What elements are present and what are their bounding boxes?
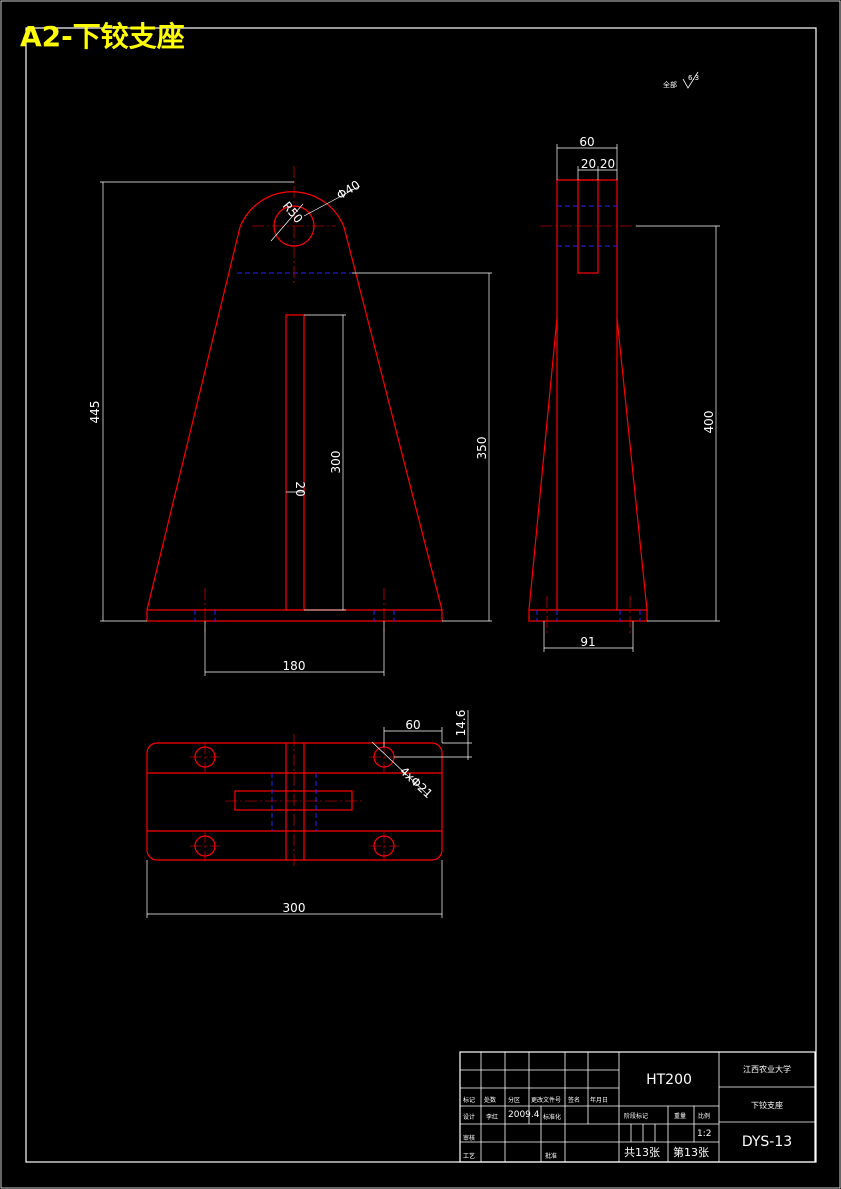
tb-sheet-no: 第13张 <box>673 1145 709 1159</box>
front-view-hidden <box>194 272 395 621</box>
dim-top-width: 60 <box>579 135 594 149</box>
dim-slot-height: 300 <box>329 451 343 474</box>
dim-lug-widths: 20 20 <box>581 157 615 171</box>
dim-side-height: 400 <box>702 411 716 434</box>
dim-base-width: 91 <box>580 635 595 649</box>
front-view-outline <box>146 191 443 622</box>
tb-std-label: 标准化 <box>543 1113 561 1121</box>
svg-text:全部: 全部 <box>663 80 677 89</box>
front-view: 445 350 300 20 180 R50 Φ40 <box>88 166 492 676</box>
dim-body-height: 350 <box>475 437 489 460</box>
dim-holes: 4xΦ21 <box>397 764 435 801</box>
dim-total-height: 445 <box>88 401 102 424</box>
dim-length: 300 <box>283 901 306 915</box>
top-view: 60 14.6 4xΦ21 300 <box>146 710 472 918</box>
dim-radius: R50 <box>280 199 306 226</box>
tb-drawing-no: DYS-13 <box>742 1134 792 1150</box>
tb-header-doc: 更改文件号 <box>531 1096 561 1104</box>
tb-header-count: 处数 <box>484 1096 496 1104</box>
tb-stage-label: 阶段标记 <box>624 1112 648 1120</box>
top-view-outline <box>146 742 443 861</box>
side-view-dimensions <box>543 144 720 652</box>
tb-header-sign: 签名 <box>568 1096 580 1104</box>
surface-roughness-note: 全部 6.3 <box>663 71 699 89</box>
side-view: 60 20 20 400 91 <box>528 135 720 652</box>
svg-text:6.3: 6.3 <box>688 74 699 82</box>
tb-header-date: 年月日 <box>590 1096 608 1104</box>
dim-hole-dia: Φ40 <box>334 178 362 203</box>
sheet-title: A2-下铰支座 <box>20 20 185 53</box>
tb-design-label: 设计 <box>463 1113 475 1121</box>
front-view-centerlines <box>204 166 385 633</box>
tb-sheet-total: 共13张 <box>624 1146 660 1159</box>
tb-scale: 1:2 <box>697 1129 711 1139</box>
dim-slot-width: 20 <box>293 481 307 496</box>
title-block: 标记 处数 分区 更改文件号 签名 年月日 设计 李红 2009.4 标准化 阶… <box>459 1051 816 1163</box>
top-view-hidden <box>271 773 317 831</box>
tb-part-name: 下铰支座 <box>751 1100 783 1110</box>
tb-header-zone: 分区 <box>508 1096 520 1104</box>
dim-bolt-spacing: 180 <box>283 659 306 673</box>
top-view-centerlines <box>190 734 399 868</box>
side-view-centerlines <box>540 225 636 634</box>
tb-header-mark: 标记 <box>463 1096 475 1104</box>
tb-weight-label: 重量 <box>674 1112 686 1120</box>
tb-date: 2009.4 <box>508 1110 540 1120</box>
tb-process-label: 工艺 <box>463 1152 475 1160</box>
tb-designer: 李红 <box>486 1113 498 1121</box>
front-view-dimensions <box>100 181 492 676</box>
dim-edge-offset: 14.6 <box>454 710 468 737</box>
tb-school: 江西农业大学 <box>743 1064 791 1074</box>
tb-review-label: 审核 <box>463 1134 475 1142</box>
dim-hole-offset: 60 <box>405 718 420 732</box>
top-view-dimensions <box>146 710 472 918</box>
tb-scale-label: 比例 <box>698 1112 710 1120</box>
side-view-hidden <box>536 205 641 621</box>
tb-material: HT200 <box>646 1072 692 1088</box>
side-view-outline <box>528 179 648 622</box>
tb-approve-label: 批准 <box>545 1152 557 1160</box>
